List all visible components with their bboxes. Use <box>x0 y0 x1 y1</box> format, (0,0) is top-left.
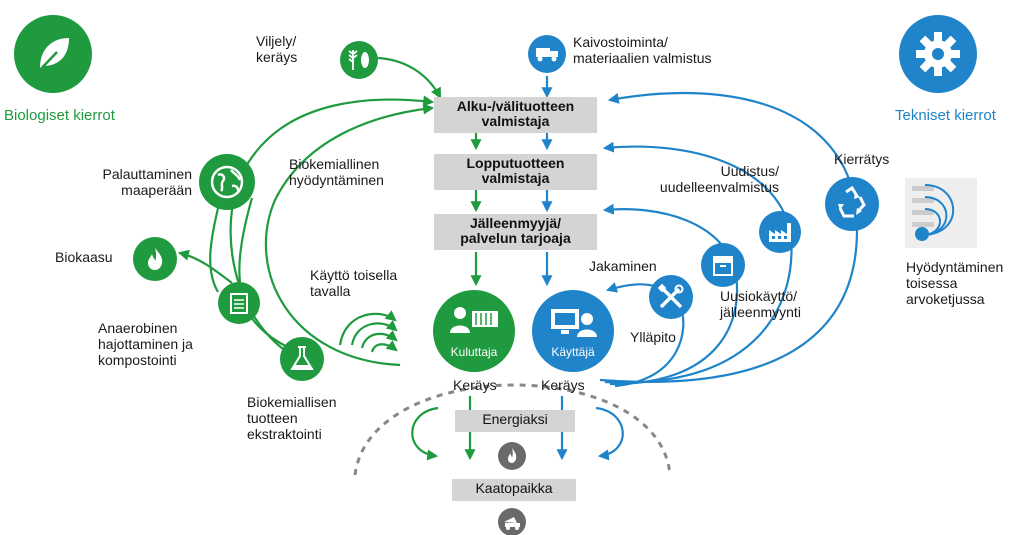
extraction-label: Biokemiallisen tuotteen ekstraktointi <box>247 394 336 442</box>
final-producer-box: Lopputuotteen valmistaja <box>434 154 597 190</box>
tools-icon <box>649 275 693 319</box>
sharing-label: Jakaminen <box>589 258 657 274</box>
computer-user-icon <box>532 290 614 372</box>
recycling-label: Kierrätys <box>834 151 890 167</box>
anaerobic-line1: Anaerobinen <box>98 320 178 336</box>
dump-truck-icon <box>498 508 526 535</box>
cascade-label: Käyttö toisella tavalla <box>310 267 397 299</box>
cascade-line1: Käyttö toisella <box>310 267 398 283</box>
digester-icon <box>218 282 260 324</box>
factory-icon <box>759 211 801 253</box>
return-line1: Palauttaminen <box>102 166 192 182</box>
landfill-box: Kaatopaikka <box>452 479 576 501</box>
people-icon <box>433 290 515 372</box>
leakage-dashed-arc <box>353 383 672 476</box>
value-chain-line1: Hyödyntäminen <box>906 259 1004 275</box>
extraction-line1: Biokemiallisen <box>247 394 337 410</box>
box-line: valmistaja <box>481 170 550 186</box>
value-chain-label: Hyödyntäminen toisessa arvoketjussa <box>906 259 1003 307</box>
farming-label: Viljely/ keräys <box>256 33 334 65</box>
retailer-box: Jälleenmyyjä/ palvelun tarjoaja <box>434 214 597 250</box>
intermediate-producer-box: Alku-/välituotteen valmistaja <box>434 97 597 133</box>
box-line: Alku-/välituotteen <box>456 98 575 114</box>
biochemical-line2: hyödyntäminen <box>289 172 384 188</box>
mining-label: Kaivostoiminta/ materiaalien valmistus <box>573 34 712 66</box>
extraction-line3: ekstraktointi <box>247 426 322 442</box>
truck-icon <box>528 35 566 73</box>
energy-flame-icon <box>498 442 526 470</box>
reuse-label: Uusiokäyttö/ jälleenmyynti <box>720 288 801 320</box>
value-chain-graphic <box>905 178 977 248</box>
recycle-icon <box>825 177 879 231</box>
farming-line1: Viljely/ <box>256 33 297 49</box>
collection-left-label: Keräys <box>453 377 497 393</box>
maintenance-label: Ylläpito <box>630 329 676 345</box>
return-line2: maaperään <box>121 182 192 198</box>
farming-line2: keräys <box>256 49 298 65</box>
cascade-line2: tavalla <box>310 283 351 299</box>
reuse-line1: Uusiokäyttö/ <box>720 288 798 304</box>
biogas-label: Biokaasu <box>55 249 113 265</box>
flame-icon <box>133 237 177 281</box>
reuse-line2: jälleenmyynti <box>720 304 801 320</box>
consumer-label: Kuluttaja <box>450 345 498 359</box>
earth-icon <box>199 154 255 210</box>
anaerobic-label: Anaerobinen hajottaminen ja kompostointi <box>98 320 193 368</box>
biochemical-line1: Biokemiallinen <box>289 156 380 172</box>
flask-icon <box>280 337 324 381</box>
box-line: Jälleenmyyjä/ <box>469 215 562 231</box>
anaerobic-line2: hajottaminen ja <box>98 336 193 352</box>
bio-cycles-label: Biologiset kierrot <box>4 107 115 124</box>
energy-recovery-box: Energiaksi <box>455 410 575 432</box>
return-to-soil-label: Palauttaminen maaperään <box>70 166 192 198</box>
box-icon <box>701 243 745 287</box>
collection-right-label: Keräys <box>541 377 585 393</box>
box-line: valmistaja <box>481 113 550 129</box>
leaf-icon <box>14 15 92 93</box>
user-label: Käyttäjä <box>551 345 595 359</box>
mining-line1: Kaivostoiminta/ <box>573 34 668 50</box>
remanufacture-line1: Uudistus/ <box>720 163 779 179</box>
biochemical-label: Biokemiallinen hyödyntäminen <box>289 156 384 188</box>
remanufacture-label: Uudistus/ uudelleenvalmistus <box>655 163 779 195</box>
value-chain-line3: arvoketjussa <box>906 291 985 307</box>
remanufacture-line2: uudelleenvalmistus <box>659 179 779 195</box>
box-line: Lopputuotteen <box>466 155 565 171</box>
value-chain-line2: toisessa <box>906 275 958 291</box>
extraction-line2: tuotteen <box>247 410 298 426</box>
tech-cycles-label: Tekniset kierrot <box>895 107 996 124</box>
mining-line2: materiaalien valmistus <box>573 50 712 66</box>
crops-icon <box>340 41 378 79</box>
anaerobic-line3: kompostointi <box>98 352 177 368</box>
box-line: palvelun tarjoaja <box>460 230 571 246</box>
gear-icon <box>899 15 977 93</box>
